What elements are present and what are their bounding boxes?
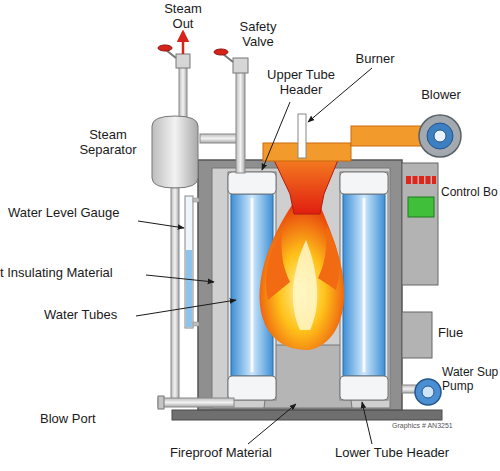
pump-hub	[422, 386, 434, 398]
part-label: Lower Tube Header	[335, 446, 449, 461]
tube-highlight	[363, 198, 366, 372]
steam-valve	[176, 54, 190, 68]
control-screen	[408, 197, 434, 217]
leader-line	[146, 275, 214, 282]
control-box	[402, 163, 438, 285]
leader-line	[248, 404, 296, 444]
part-label: Blower	[416, 88, 466, 103]
part-label: Flue	[438, 326, 463, 341]
valve-handwheel	[214, 49, 228, 55]
flame-lick	[266, 232, 290, 300]
valve-handwheel	[158, 45, 172, 51]
blower-hub	[434, 130, 446, 142]
part-label: t Insulating Material	[0, 266, 113, 281]
blower-housing	[419, 115, 461, 157]
drain-pipe	[171, 188, 179, 402]
graphics-id: Graphics # AN3251	[392, 422, 453, 430]
leader-line	[262, 102, 290, 170]
part-label: Safety Valve	[233, 20, 283, 50]
safety-valve	[233, 58, 248, 73]
base-plate	[172, 410, 442, 420]
blow-port	[158, 396, 164, 409]
blower-duct	[351, 126, 421, 146]
display-digit	[419, 176, 424, 184]
blowdown-pipe	[158, 398, 234, 407]
fireproof-material	[264, 345, 352, 408]
blower-fan	[427, 123, 453, 149]
display-digit	[426, 176, 431, 184]
upper-tube-header	[228, 172, 276, 194]
part-label: Water Level Gauge	[8, 206, 120, 221]
part-label: Blow Port	[40, 412, 96, 427]
burner-header	[263, 143, 351, 161]
boiler-casing	[198, 160, 402, 410]
display-digit	[432, 176, 436, 184]
upper-tube-header	[340, 172, 388, 194]
water-supply-pump	[415, 379, 441, 405]
riser-pipe	[236, 72, 245, 173]
leader-line	[362, 402, 372, 444]
gauge-connector	[193, 322, 199, 326]
gauge-connector	[193, 198, 199, 202]
part-label: Upper Tube Header	[255, 68, 347, 98]
part-label: Water Tubes	[44, 308, 117, 323]
water-tube	[343, 194, 385, 376]
display-digit	[413, 176, 418, 184]
part-label: Steam Out	[158, 2, 208, 32]
display-digit	[406, 176, 411, 184]
part-label: Fireproof Material	[170, 446, 272, 461]
flame-lick	[318, 226, 339, 290]
leader-line	[138, 221, 184, 228]
steam-out-arrow	[182, 32, 185, 54]
lower-tube-header	[340, 376, 388, 400]
part-label: Burner	[350, 52, 400, 67]
leader-line	[136, 300, 236, 316]
burner-rod	[298, 114, 306, 158]
flame	[260, 205, 345, 350]
flame-core	[293, 240, 317, 330]
valve-stem	[223, 54, 233, 62]
part-label: Control Bo	[441, 186, 498, 200]
part-label: Steam Separator	[72, 128, 144, 158]
gauge-water	[186, 250, 192, 327]
steam-pipe	[179, 62, 187, 120]
steam-separator	[152, 116, 198, 188]
lower-tube-header	[228, 376, 276, 400]
part-label: Water Sup Pump	[442, 366, 500, 394]
flue	[402, 312, 432, 358]
tube-column	[340, 172, 388, 400]
tube-highlight	[251, 198, 254, 372]
burner-nozzle	[274, 160, 338, 214]
